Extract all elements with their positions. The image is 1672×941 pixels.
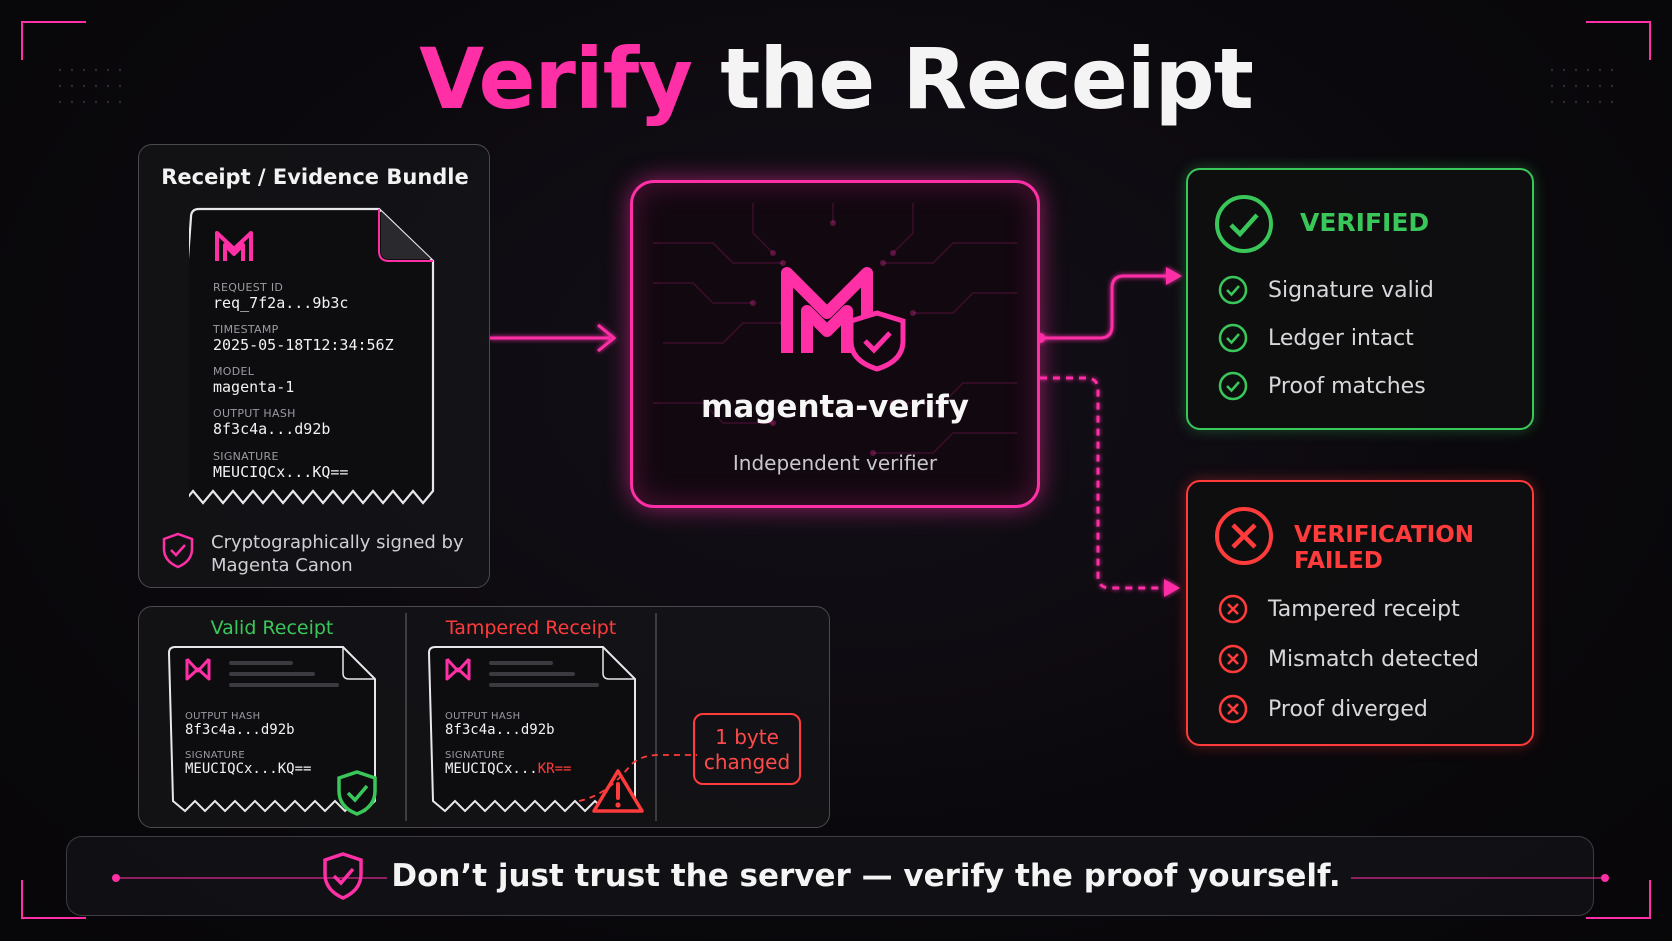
warning-triangle-icon bbox=[592, 769, 644, 813]
verifier-name: magenta-verify bbox=[701, 389, 969, 425]
tampered-hash-label: OUTPUT HASH bbox=[445, 711, 521, 722]
field-label: REQUEST ID bbox=[213, 281, 284, 294]
tampered-sig-label: SIGNATURE bbox=[445, 750, 505, 761]
shield-check-icon bbox=[162, 532, 194, 569]
banner-content: Don’t just trust the server — verify the… bbox=[67, 837, 1595, 915]
page-title: Verify the Receipt bbox=[0, 30, 1672, 128]
receipt-comparison-panel: Valid Receipt OUTPUT HASH 8f3c4a...d92b … bbox=[138, 606, 830, 828]
field-label: TIMESTAMP bbox=[213, 323, 279, 336]
tampered-sig-value: MEUCIQCx...KR== bbox=[445, 761, 571, 777]
verified-list: Signature valid Ledger intact Proof matc… bbox=[1218, 266, 1434, 410]
field-label: SIGNATURE bbox=[213, 450, 279, 463]
small-check-icon bbox=[1218, 371, 1248, 401]
field-label: OUTPUT HASH bbox=[213, 407, 296, 420]
shield-check-icon bbox=[323, 852, 364, 900]
green-shield-check-icon bbox=[337, 770, 377, 816]
one-byte-changed-callout: 1 byte changed bbox=[693, 713, 801, 785]
failed-title: VERIFICATION FAILED bbox=[1294, 522, 1474, 574]
arrow-verifier-to-failed bbox=[1040, 376, 1166, 590]
failed-list: Tampered receipt Mismatch detected Proof… bbox=[1218, 584, 1479, 734]
list-item: Signature valid bbox=[1218, 266, 1434, 314]
verified-item: Signature valid bbox=[1268, 277, 1434, 303]
signed-line-2: Magenta Canon bbox=[211, 555, 353, 576]
field-value: magenta-1 bbox=[213, 378, 295, 396]
verified-item: Proof matches bbox=[1268, 373, 1426, 399]
sig-prefix: MEUCIQCx... bbox=[445, 761, 538, 777]
bottom-banner: Don’t just trust the server — verify the… bbox=[66, 836, 1609, 916]
field-label: MODEL bbox=[213, 365, 255, 378]
banner-line-left bbox=[112, 874, 387, 882]
receipt-document bbox=[189, 207, 435, 505]
banner-line-right bbox=[1351, 874, 1609, 882]
x-circle-icon bbox=[1215, 507, 1273, 565]
valid-hash-label: OUTPUT HASH bbox=[185, 711, 261, 722]
magenta-verify-logo-icon bbox=[781, 267, 906, 372]
small-x-icon bbox=[1218, 594, 1248, 624]
title-highlight: Verify bbox=[419, 30, 693, 128]
title-rest: the Receipt bbox=[720, 30, 1254, 128]
tampered-receipt-document bbox=[427, 646, 636, 813]
verified-panel: VERIFIED Signature valid Ledger intact P… bbox=[1186, 168, 1534, 430]
callout-line-1: 1 byte bbox=[715, 725, 779, 749]
tampered-hash-value: 8f3c4a...d92b bbox=[445, 722, 555, 738]
list-item: Proof diverged bbox=[1218, 684, 1479, 734]
bundle-heading: Receipt / Evidence Bundle bbox=[161, 165, 469, 189]
field-value: 8f3c4a...d92b bbox=[213, 420, 331, 438]
failed-item: Mismatch detected bbox=[1268, 646, 1480, 672]
magenta-verify-box: magenta-verify Independent verifier bbox=[630, 180, 1040, 508]
list-item: Tampered receipt bbox=[1218, 584, 1479, 634]
valid-hash-value: 8f3c4a...d92b bbox=[185, 722, 295, 738]
list-item: Mismatch detected bbox=[1218, 634, 1479, 684]
valid-sig-label: SIGNATURE bbox=[185, 750, 245, 761]
valid-receipt-document bbox=[167, 646, 376, 813]
failed-item: Tampered receipt bbox=[1268, 596, 1460, 622]
valid-fields: OUTPUT HASH 8f3c4a...d92b SIGNATURE MEUC… bbox=[185, 711, 311, 777]
magenta-logo-icon bbox=[215, 231, 253, 261]
verification-failed-panel: VERIFICATION FAILED Tampered receipt Mis… bbox=[1186, 480, 1534, 746]
field-value: MEUCIQCx...KQ== bbox=[213, 463, 349, 481]
small-check-icon bbox=[1218, 323, 1248, 353]
valid-receipt-heading: Valid Receipt bbox=[210, 617, 334, 639]
callout-line-2: changed bbox=[703, 750, 791, 774]
signed-by-text: Cryptographically signed by Magenta Cano… bbox=[211, 531, 464, 577]
signed-line-1: Cryptographically signed by bbox=[211, 532, 464, 553]
callout-connector bbox=[579, 754, 697, 802]
small-x-icon bbox=[1218, 644, 1248, 674]
small-check-icon bbox=[1218, 275, 1248, 305]
sig-changed: KR== bbox=[537, 761, 572, 777]
field-value: 2025-05-18T12:34:56Z bbox=[213, 336, 394, 354]
verifier-subtitle: Independent verifier bbox=[732, 451, 938, 475]
tampered-receipt-heading: Tampered Receipt bbox=[445, 617, 617, 639]
valid-sig-value: MEUCIQCx...KQ== bbox=[185, 761, 312, 777]
verified-title: VERIFIED bbox=[1300, 208, 1430, 237]
field-value: req_7f2a...9b3c bbox=[213, 294, 349, 312]
list-item: Ledger intact bbox=[1218, 314, 1434, 362]
verified-item: Ledger intact bbox=[1268, 325, 1414, 351]
tampered-fields: OUTPUT HASH 8f3c4a...d92b SIGNATURE MEUC… bbox=[445, 711, 571, 777]
list-item: Proof matches bbox=[1218, 362, 1434, 410]
banner-text: Don’t just trust the server — verify the… bbox=[391, 858, 1341, 894]
arrow-verifier-to-verified bbox=[1040, 274, 1168, 340]
small-x-icon bbox=[1218, 694, 1248, 724]
failed-item: Proof diverged bbox=[1268, 696, 1428, 722]
check-circle-icon bbox=[1215, 195, 1273, 253]
